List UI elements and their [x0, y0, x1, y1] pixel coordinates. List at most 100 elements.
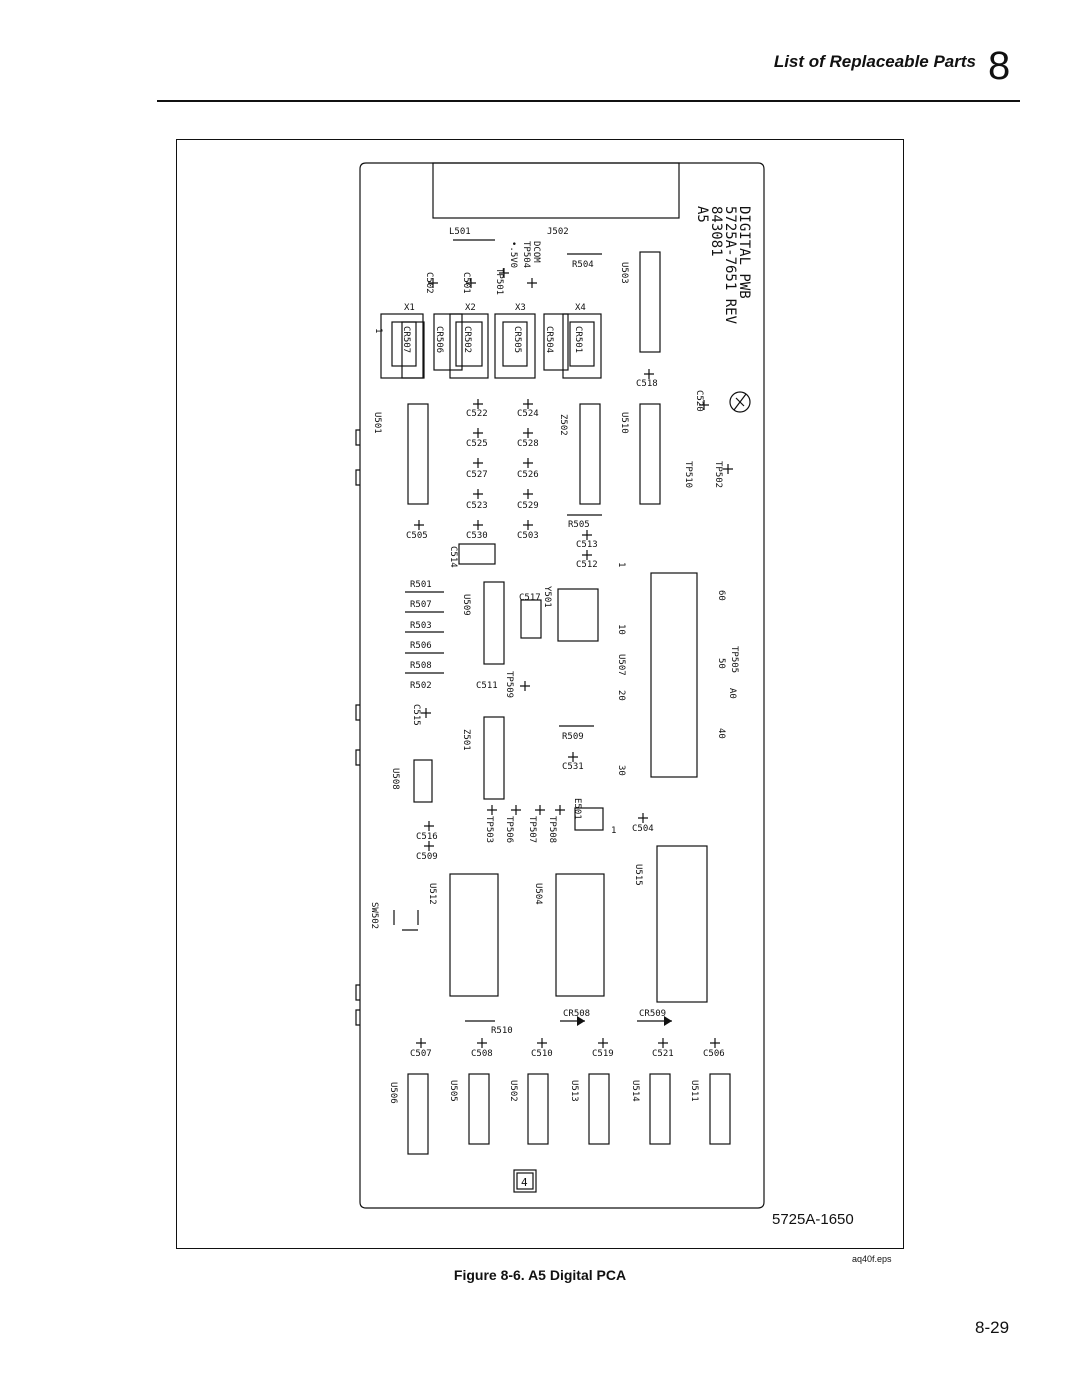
label-u508: U508 [390, 768, 400, 790]
j502-connector [432, 162, 680, 219]
label-a0: A0 [727, 688, 737, 699]
label-u515: U515 [633, 864, 643, 886]
label-tp506: TP506 [504, 816, 514, 843]
label-y501: Y501 [542, 586, 552, 608]
u510-outline [639, 403, 661, 505]
header-rule [157, 100, 1020, 102]
label-r509: R509 [562, 732, 584, 742]
label-r506: R506 [410, 641, 432, 651]
label-c511: C511 [476, 681, 498, 691]
label-e501: E501 [572, 798, 582, 820]
u511-outline [709, 1073, 731, 1145]
u505-outline [468, 1073, 490, 1145]
label-c515: C515 [411, 704, 421, 726]
label-cr509: CR509 [639, 1009, 666, 1019]
y501-outline [557, 588, 599, 642]
label-c518: C518 [636, 379, 658, 389]
label-u507-pin10: 10 [616, 624, 626, 635]
label-u503: U503 [619, 262, 629, 284]
label-r510: R510 [491, 1026, 513, 1036]
label-corner-4: 4 [521, 1176, 528, 1189]
label-j502: J502 [547, 227, 569, 237]
label-tp505: TP505 [729, 646, 739, 673]
u515-outline [656, 845, 708, 1003]
u503-outline [639, 251, 661, 353]
label-c505: C505 [406, 531, 428, 541]
label-z501: Z501 [461, 729, 471, 751]
label-tp502: TP502 [713, 461, 723, 488]
figure-part-number: 5725A-1650 [772, 1211, 854, 1228]
label-cr504: CR504 [544, 326, 554, 353]
label-x1: X1 [404, 303, 415, 313]
label-u506: U506 [388, 1082, 398, 1104]
label-c506: C506 [703, 1049, 725, 1059]
label-tp509: TP509 [504, 671, 514, 698]
label-u505: U505 [448, 1080, 458, 1102]
page-number: 8-29 [975, 1318, 1010, 1337]
label-c525: C525 [466, 439, 488, 449]
label-u507-pin50: 50 [716, 658, 726, 669]
label-c508: C508 [471, 1049, 493, 1059]
label-r505: R505 [568, 520, 590, 530]
u512-outline [449, 873, 499, 997]
label-u502: U502 [508, 1080, 518, 1102]
board-title-line-1: DIGITAL PWB [736, 206, 752, 299]
u502-outline [527, 1073, 549, 1145]
label-c521: C521 [652, 1049, 674, 1059]
label-c503: C503 [517, 531, 539, 541]
label-u507-pin1: 1 [616, 562, 626, 567]
label-u513: U513 [569, 1080, 579, 1102]
label-c504: C504 [632, 824, 654, 834]
u513-outline [588, 1073, 610, 1145]
label-c529: C529 [517, 501, 539, 511]
label-u514: U514 [630, 1080, 640, 1102]
label-cr507: CR507 [401, 326, 411, 353]
z502-outline [579, 403, 601, 505]
board-title-line-2: 5725A-7651 REV [722, 206, 738, 325]
figure-file-id: aq40f.eps [852, 1254, 892, 1264]
label-c501: C501 [461, 272, 471, 294]
label-pin1-x1: 1 [373, 328, 383, 333]
label-c522: C522 [466, 409, 488, 419]
component-labels: L501 J502 DCOM •.5V0 TP504 TP501 R504 U5… [369, 227, 739, 1189]
label-u509: U509 [461, 594, 471, 616]
label-c513: C513 [576, 540, 598, 550]
u504-outline [555, 873, 605, 997]
label-5v0: •.5V0 [508, 241, 518, 268]
label-r502: R502 [410, 681, 432, 691]
label-tp504: TP504 [521, 241, 531, 268]
u501-outline [407, 403, 429, 505]
label-cr501: CR501 [573, 326, 583, 353]
label-r503: R503 [410, 621, 432, 631]
label-u511: U511 [689, 1080, 699, 1102]
label-e501-pin1: 1 [611, 826, 616, 836]
u508-outline [413, 759, 433, 803]
label-u507-pin40: 40 [716, 728, 726, 739]
label-c517: C517 [519, 593, 541, 603]
label-cr505: CR505 [512, 326, 522, 353]
label-u507: U507 [616, 654, 626, 676]
label-u512: U512 [427, 883, 437, 905]
label-cr508: CR508 [563, 1009, 590, 1019]
board-outline [359, 162, 765, 1209]
chapter-number: 8 [988, 44, 1011, 88]
board-title-line-3: 843081 [708, 206, 724, 257]
board-title: DIGITAL PWB 5725A-7651 REV 843081 A5 [694, 206, 752, 325]
label-c510: C510 [531, 1049, 553, 1059]
label-c528: C528 [517, 439, 539, 449]
label-x3: X3 [515, 303, 526, 313]
z501-outline [483, 716, 505, 800]
label-c527: C527 [466, 470, 488, 480]
label-x4: X4 [575, 303, 586, 313]
label-r504: R504 [572, 260, 594, 270]
label-tp507: TP507 [527, 816, 537, 843]
label-c507: C507 [410, 1049, 432, 1059]
label-c514: C514 [448, 546, 458, 568]
label-tp508: TP508 [547, 816, 557, 843]
label-u507-pin30: 30 [616, 765, 626, 776]
label-dcom: DCOM [531, 241, 541, 263]
label-u507-pin20: 20 [616, 690, 626, 701]
label-c526: C526 [517, 470, 539, 480]
label-cr502: CR502 [462, 326, 472, 353]
label-sw502: SW502 [369, 902, 379, 929]
